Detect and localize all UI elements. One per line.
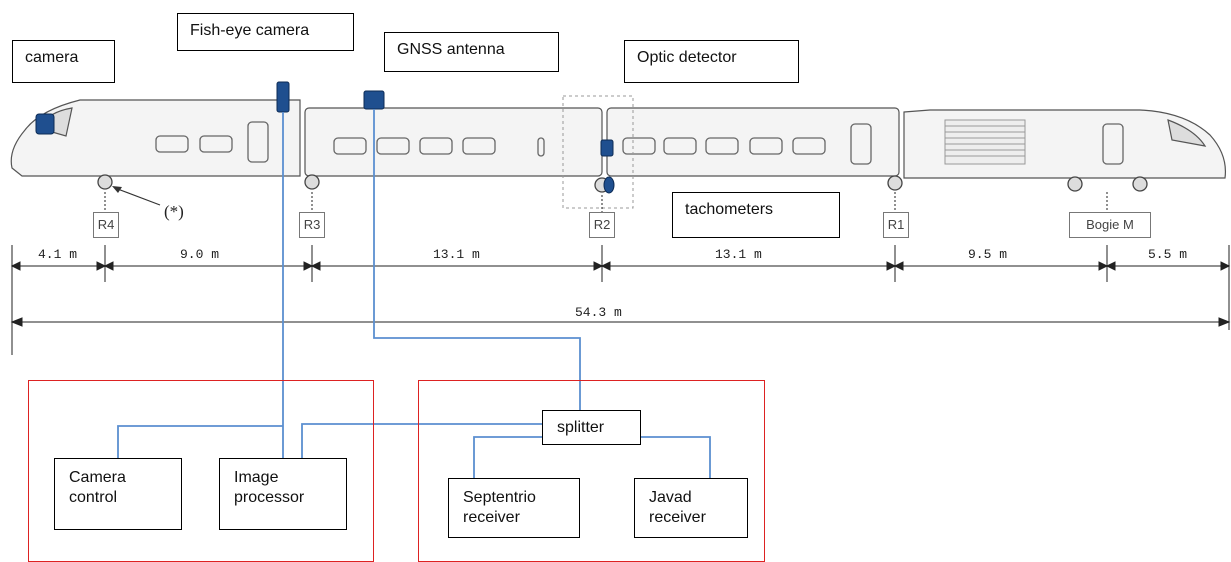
ref-tag-r4: R4: [93, 212, 119, 238]
wheels: [97, 174, 1148, 193]
rear-grille: [944, 119, 1026, 165]
train-windows: [155, 121, 1124, 165]
asterisk-arrowhead: [112, 186, 122, 193]
ref-tag-r2: R2: [589, 212, 615, 238]
dim-label-1: 4.1 m: [38, 247, 77, 262]
dim-label-6: 5.5 m: [1148, 247, 1187, 262]
wire-splitter-septentrio: [473, 436, 542, 478]
fisheye-camera-label: Fish-eye camera: [177, 13, 354, 51]
camera-label: camera: [12, 40, 115, 83]
front-camera-icon: [35, 113, 55, 135]
wire-camera-control: [117, 425, 283, 458]
rear-cab-window: [1167, 119, 1207, 147]
ref-tag-r3: R3: [299, 212, 325, 238]
tachometer-icon: [603, 176, 615, 194]
splitter-box: splitter: [542, 410, 641, 445]
wire-gnss-splitter: [373, 109, 581, 410]
asterisk-arrow: [114, 187, 161, 206]
fisheye-camera-icon: [276, 81, 290, 113]
dim-label-5: 9.5 m: [968, 247, 1007, 262]
dim-label-4: 13.1 m: [715, 247, 762, 262]
septentrio-receiver-box: Septentrio receiver: [448, 478, 580, 538]
bogie-r2-highlight: [562, 95, 634, 209]
tachometers-label: tachometers: [672, 192, 840, 238]
gnss-antenna-label: GNSS antenna: [384, 32, 559, 72]
wiring: [117, 109, 711, 478]
wire-splitter-processor: [301, 423, 542, 458]
javad-receiver-box: Javad receiver: [634, 478, 748, 538]
ref-tag-r1: R1: [883, 212, 909, 238]
optic-detector-label: Optic detector: [624, 40, 799, 83]
ref-tag-bogie-m: Bogie M: [1069, 212, 1151, 238]
camera-control-box: Camera control: [54, 458, 182, 530]
image-processor-box: Image processor: [219, 458, 347, 530]
dim-label-2: 9.0 m: [180, 247, 219, 262]
asterisk-note: (*): [164, 202, 184, 221]
dim-label-3: 13.1 m: [433, 247, 480, 262]
optic-detector-icon: [600, 139, 614, 157]
train: [10, 99, 1227, 179]
gnss-antenna-icon: [363, 90, 385, 110]
car-2: [304, 107, 603, 177]
car-3: [606, 107, 900, 177]
wire-splitter-javad: [641, 436, 711, 478]
front-power-car: [10, 99, 301, 177]
dimension-lines: [10, 192, 1231, 355]
dim-label-total: 54.3 m: [575, 305, 622, 320]
